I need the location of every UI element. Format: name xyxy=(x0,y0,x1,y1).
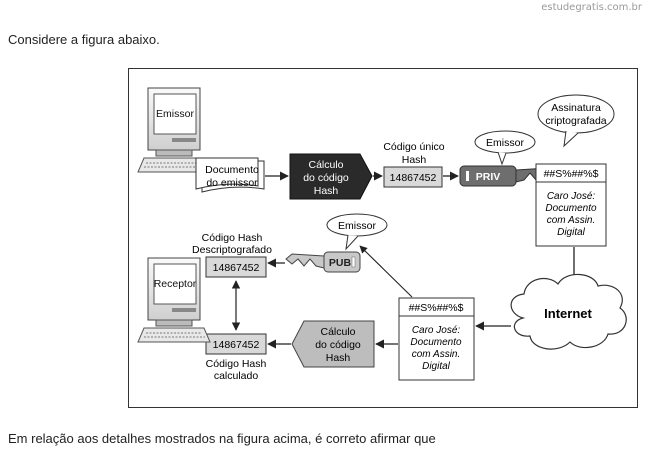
signature-bubble-text-1: Assinatura xyxy=(551,102,601,114)
signed-document-bottom xyxy=(398,297,475,381)
calculated-hash-label-2: calculado xyxy=(214,370,259,382)
signed-doc-bottom-line-1: Caro José: xyxy=(412,325,461,336)
hash-calc-label-3: Hash xyxy=(314,185,339,197)
signed-doc-top-line-2: Documento xyxy=(545,203,597,214)
hash-calc-label-2: do código xyxy=(303,172,349,184)
emissor-speech-bubble-bottom xyxy=(326,213,388,251)
unique-code-label-1: Código único xyxy=(383,141,444,153)
decrypted-hash-label-2: Descriptografado xyxy=(192,244,272,256)
decrypted-hash-label-1: Código Hash xyxy=(202,232,263,244)
signature-bubble-text-2: criptografada xyxy=(545,115,606,127)
hash-calc2-label-3: Hash xyxy=(326,352,351,364)
signed-doc-top-line-1: Caro José: xyxy=(547,191,596,202)
document-label-2: do emissor xyxy=(206,177,258,189)
hash-calc2-label-2: do código xyxy=(315,339,361,351)
receptor-computer-icon xyxy=(137,257,211,343)
signed-doc-top-line-4: Digital xyxy=(557,227,586,238)
signed-doc-bottom-line-2: Documento xyxy=(410,337,462,348)
signed-document-top xyxy=(535,163,607,247)
signed-doc-bottom-line-3: com Assin. xyxy=(412,349,461,360)
signed-doc-bottom-cipher: ##S%##%$ xyxy=(409,302,464,314)
priv-key-label: PRIV xyxy=(476,171,501,183)
decrypted-hash-value: 14867452 xyxy=(213,262,260,274)
site-watermark: estudegratis.com.br xyxy=(541,2,642,13)
signature-speech-bubble xyxy=(537,94,615,148)
emissor-bubble-bottom-text: Emissor xyxy=(338,220,376,232)
hash-calc2-label-1: Cálculo xyxy=(320,326,355,338)
hash-value-top: 14867452 xyxy=(390,172,437,184)
unique-code-label-2: Hash xyxy=(402,154,427,166)
calculated-hash-value: 14867452 xyxy=(213,339,260,351)
document-label-1: Documento xyxy=(205,164,259,176)
internet-cloud xyxy=(510,273,627,350)
emissor-bubble-top-text: Emissor xyxy=(486,137,524,149)
hash-value-box-top xyxy=(383,166,443,188)
emissor-speech-bubble-top xyxy=(474,130,536,166)
hash-calculation-box xyxy=(289,153,373,200)
calculated-hash-box xyxy=(205,333,267,355)
question-intro: Considere a figura abaixo. xyxy=(8,32,160,47)
public-key-icon xyxy=(285,251,361,273)
emissor-pc-label: Emissor xyxy=(156,108,194,120)
signed-doc-top-line-3: com Assin. xyxy=(547,215,596,226)
emissor-computer-icon xyxy=(137,87,211,173)
decrypted-hash-box xyxy=(205,256,267,278)
pub-key-label: PUB xyxy=(329,257,352,269)
hash-calculation-box-2 xyxy=(291,320,375,368)
digital-signature-figure: Emissor Documento do emissor Cálculo do … xyxy=(128,68,638,408)
hash-calc-label-1: Cálculo xyxy=(308,159,343,171)
calculated-hash-label-1: Código Hash xyxy=(206,358,267,370)
sender-document xyxy=(195,157,265,193)
receptor-pc-label: Receptor xyxy=(154,278,197,290)
internet-label: Internet xyxy=(544,306,592,321)
signed-doc-bottom-line-4: Digital xyxy=(422,361,451,372)
signed-doc-top-cipher: ##S%##%$ xyxy=(544,168,599,180)
question-prompt: Em relação aos detalhes mostrados na fig… xyxy=(8,431,436,446)
